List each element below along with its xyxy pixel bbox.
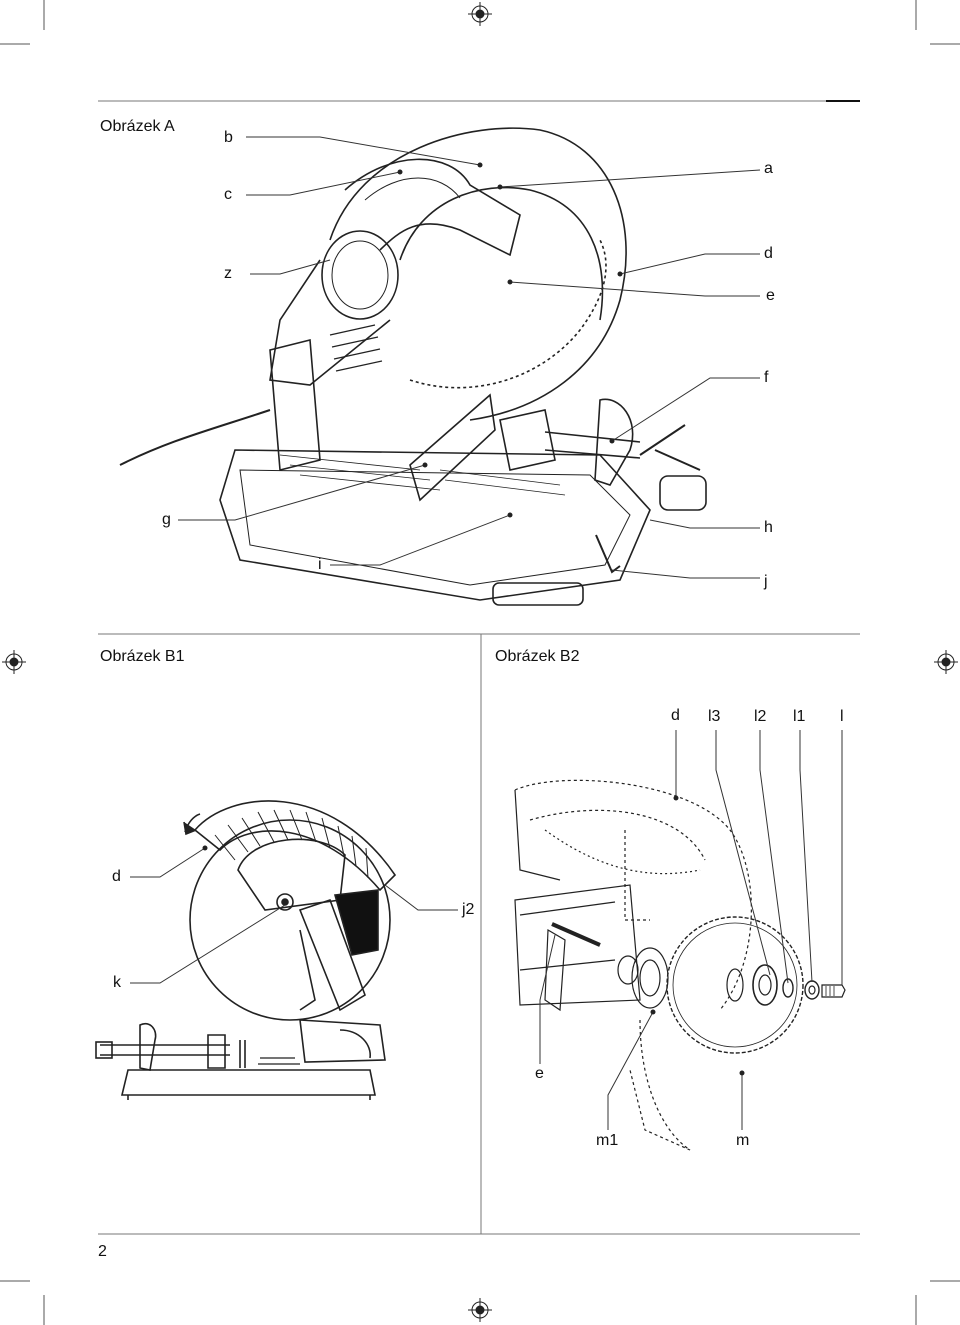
label-e: e xyxy=(766,287,775,304)
label-b2-d: d xyxy=(671,707,680,724)
figure-a-title: Obrázek A xyxy=(100,118,175,135)
label-c: c xyxy=(224,186,232,203)
label-a: a xyxy=(764,160,773,177)
label-b2-e: e xyxy=(535,1065,544,1082)
label-l1: l1 xyxy=(793,708,806,725)
figure-b2-title: Obrázek B2 xyxy=(495,648,580,665)
label-g: g xyxy=(162,511,171,528)
label-b1-d: d xyxy=(112,868,121,885)
label-d: d xyxy=(764,245,773,262)
label-h: h xyxy=(764,519,773,536)
label-m1: m1 xyxy=(596,1132,619,1149)
registration-mark-right xyxy=(934,650,958,674)
label-j2: j2 xyxy=(462,901,475,918)
label-m: m xyxy=(736,1132,750,1149)
page-number: 2 xyxy=(98,1243,107,1260)
label-l3: l3 xyxy=(708,708,721,725)
label-z: z xyxy=(224,265,232,282)
label-l: l xyxy=(840,708,844,725)
label-k: k xyxy=(113,974,121,991)
label-f: f xyxy=(764,369,769,386)
registration-mark-top xyxy=(468,2,492,26)
registration-mark-left xyxy=(2,650,26,674)
label-i: i xyxy=(318,556,322,573)
figure-b1-title: Obrázek B1 xyxy=(100,648,185,665)
registration-mark-bottom xyxy=(468,1298,492,1322)
label-b: b xyxy=(224,129,233,146)
label-l2: l2 xyxy=(754,708,767,725)
label-j: j xyxy=(764,573,768,590)
